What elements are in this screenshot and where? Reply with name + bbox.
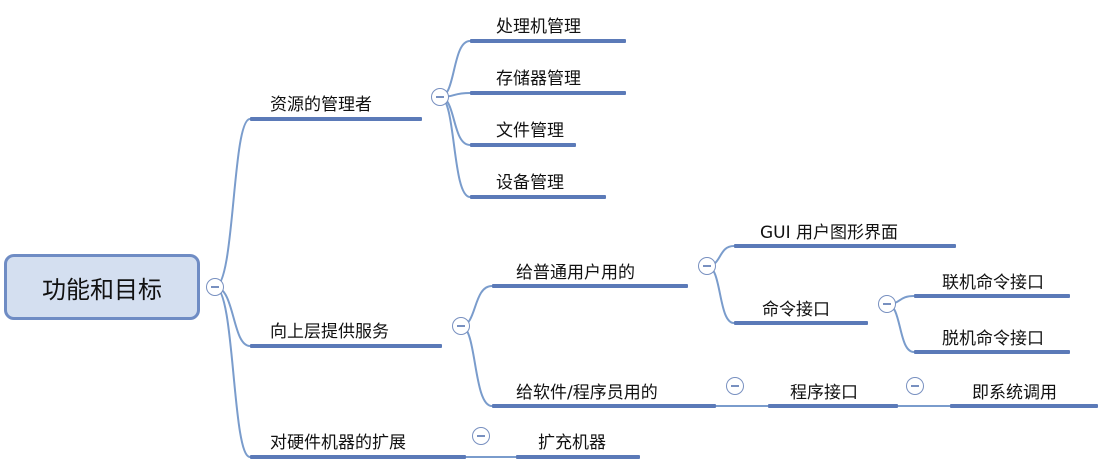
underline-command xyxy=(734,321,868,325)
underline-resources xyxy=(250,117,422,121)
root-label: 功能和目标 xyxy=(42,275,162,304)
underline-program xyxy=(768,404,898,408)
collapse-toggle-software[interactable] xyxy=(726,377,744,395)
underline-file xyxy=(470,143,576,147)
underline-cpu xyxy=(470,39,626,43)
connector-services-software xyxy=(460,325,493,407)
collapse-toggle-services[interactable] xyxy=(452,317,470,335)
leaf-memory-management[interactable]: 存储器管理 xyxy=(496,69,581,89)
leaf-online-command[interactable]: 联机命令接口 xyxy=(942,273,1044,293)
leaf-file-management[interactable]: 文件管理 xyxy=(496,121,564,141)
underline-extension xyxy=(250,455,466,459)
connector-root-extension xyxy=(214,286,251,458)
connector-general-command xyxy=(706,265,735,324)
connector-root-resources xyxy=(214,118,251,288)
collapse-toggle-resources[interactable] xyxy=(431,88,449,106)
underline-device xyxy=(470,195,606,199)
underline-software xyxy=(492,404,716,408)
connector-resources-device xyxy=(439,96,471,198)
branch-software-programmers[interactable]: 给软件/程序员用的 xyxy=(516,383,658,403)
branch-program-interface[interactable]: 程序接口 xyxy=(790,383,858,403)
leaf-gui[interactable]: GUI 用户图形界面 xyxy=(760,223,899,243)
root-node[interactable]: 功能和目标 xyxy=(4,254,200,320)
branch-hardware-extension[interactable]: 对硬件机器的扩展 xyxy=(270,433,406,453)
branch-command-interface[interactable]: 命令接口 xyxy=(762,300,830,320)
branch-resources[interactable]: 资源的管理者 xyxy=(270,95,372,115)
collapse-toggle-general[interactable] xyxy=(698,257,716,275)
underline-services xyxy=(250,344,442,348)
underline-memory xyxy=(470,91,626,95)
collapse-toggle-command[interactable] xyxy=(878,295,896,313)
underline-expand xyxy=(516,455,640,459)
leaf-system-call[interactable]: 即系统调用 xyxy=(972,383,1057,403)
collapse-toggle-extension[interactable] xyxy=(472,427,490,445)
leaf-expand-machine[interactable]: 扩充机器 xyxy=(538,433,606,453)
underline-syscall xyxy=(950,404,1098,408)
underline-gui xyxy=(734,244,956,248)
underline-online xyxy=(914,294,1070,298)
connector-root-services xyxy=(214,286,251,347)
leaf-cpu-management[interactable]: 处理机管理 xyxy=(496,17,581,37)
collapse-toggle-root[interactable] xyxy=(206,278,224,296)
branch-services[interactable]: 向上层提供服务 xyxy=(270,322,389,342)
collapse-toggle-program[interactable] xyxy=(906,377,924,395)
underline-offline xyxy=(914,350,1070,354)
underline-general xyxy=(492,284,688,288)
leaf-device-management[interactable]: 设备管理 xyxy=(496,173,564,193)
branch-general-users[interactable]: 给普通用户用的 xyxy=(516,263,635,283)
leaf-offline-command[interactable]: 脱机命令接口 xyxy=(942,329,1044,349)
